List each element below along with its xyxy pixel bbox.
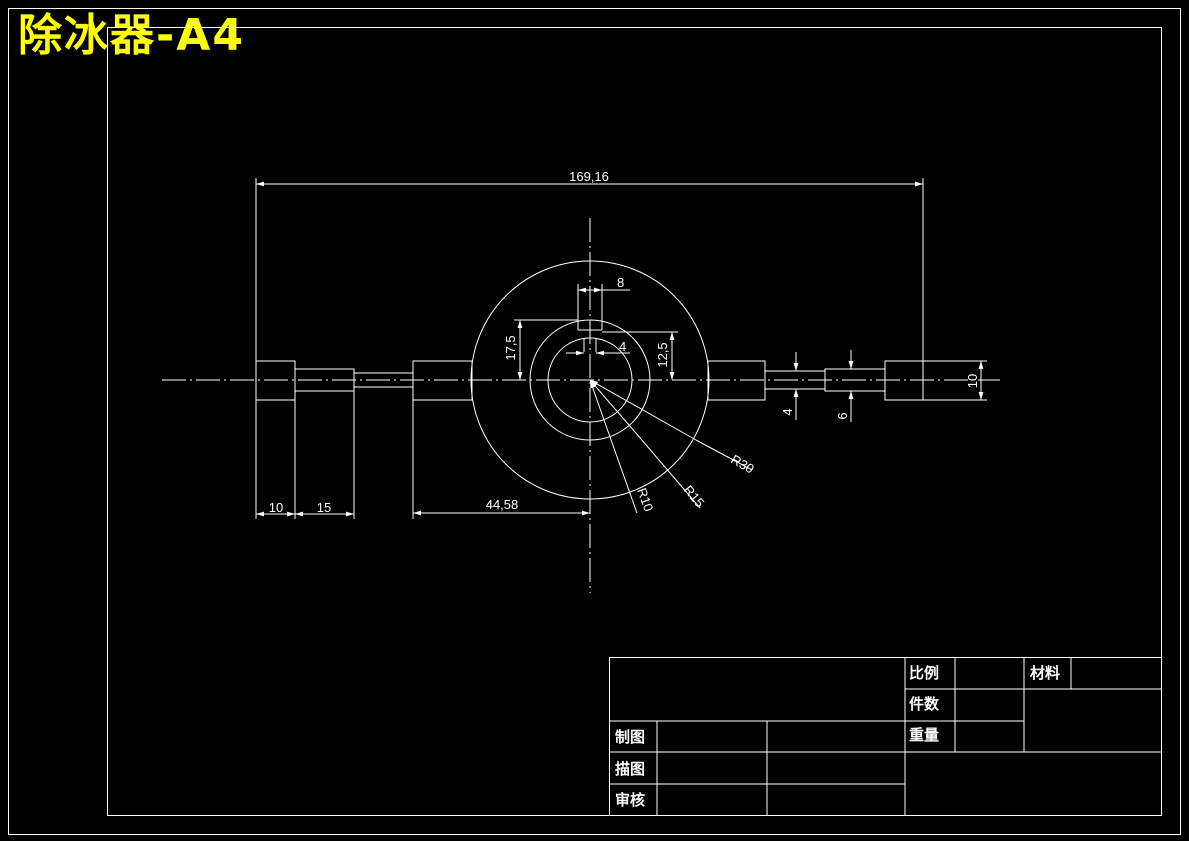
title-block xyxy=(609,657,1162,816)
leader-r15 xyxy=(589,379,636,433)
material-label: 材料 xyxy=(1030,664,1060,682)
left-shaft-section xyxy=(294,368,355,392)
dim-44-58-label: 44,58 xyxy=(486,497,519,512)
dim-key-depth-label: 4 xyxy=(619,339,626,354)
traced-by-label: 描图 xyxy=(615,760,645,778)
dim-r15-label: R15 xyxy=(681,482,708,510)
right-hub-block xyxy=(707,360,766,401)
leader-r15-tail xyxy=(634,431,701,509)
disk-outer-circle xyxy=(470,260,710,500)
scale-label: 比例 xyxy=(909,664,939,682)
hub-circle xyxy=(529,319,651,441)
count-label: 件数 xyxy=(909,695,940,713)
drawn-by-label: 制图 xyxy=(615,728,645,746)
inner-frame xyxy=(107,27,1162,816)
right-end-block xyxy=(884,360,924,401)
dim-6-label: 6 xyxy=(835,412,850,419)
outer-frame xyxy=(8,8,1181,835)
bore-circle xyxy=(547,337,633,423)
dim-10-right-label: 10 xyxy=(965,374,980,388)
dim-key-width-label: 8 xyxy=(617,275,624,290)
weight-label: 重量 xyxy=(909,726,939,744)
dim-r10-label: R10 xyxy=(634,486,656,514)
dim-10-left-label: 10 xyxy=(269,500,283,515)
left-hub-block xyxy=(412,360,473,401)
drawing-title: 除冰器-A4 xyxy=(18,10,245,61)
leader-r30-tail xyxy=(695,439,753,471)
dim-15-left-label: 15 xyxy=(317,500,331,515)
checked-by-label: 审核 xyxy=(615,791,645,809)
dim-12-5-label: 12,5 xyxy=(655,342,670,367)
dim-17-5-label: 17,5 xyxy=(503,335,518,360)
dim-overall-label: 169,16 xyxy=(569,169,609,184)
leader-r10-tail xyxy=(609,436,638,514)
dim-r30-label: R30 xyxy=(729,452,757,477)
leader-r10 xyxy=(589,379,611,438)
dim-4-label: 4 xyxy=(780,408,795,415)
leader-r30 xyxy=(589,379,697,441)
